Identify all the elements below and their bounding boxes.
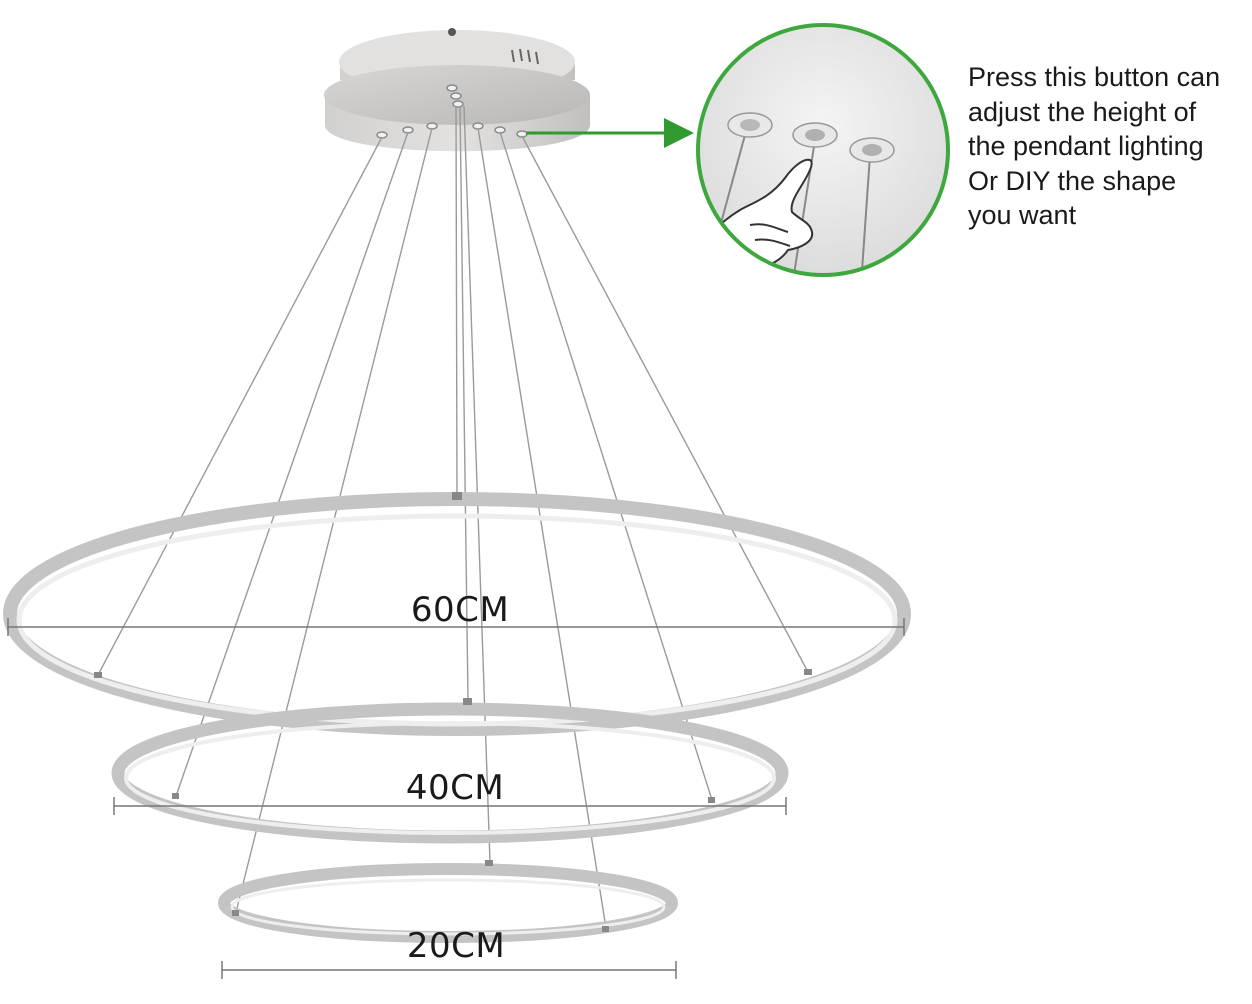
- zoom-button-icon: [792, 122, 838, 148]
- height-adjust-buttons: [376, 84, 528, 139]
- ring-medium: [111, 698, 789, 844]
- dimension-lines: [7, 618, 905, 979]
- callout-line: you want: [968, 200, 1077, 230]
- callout-line: Or DIY the shape: [968, 165, 1177, 196]
- callout-line: the pendant lighting: [968, 131, 1204, 161]
- ceiling-canopy: [324, 28, 590, 152]
- suspension-wires: [97, 105, 809, 929]
- dimension-label-large: 60CM: [410, 590, 510, 630]
- zoom-button-icon: [849, 137, 895, 163]
- ring-small: [218, 860, 678, 943]
- dimension-label-medium: 40CM: [405, 768, 505, 808]
- callout-line: Press this button can: [968, 62, 1221, 92]
- dimension-label-small: 20CM: [406, 926, 506, 966]
- zoom-detail-circle: [696, 23, 950, 277]
- canopy-screw-icon: [448, 28, 456, 36]
- callout-description: Press this button can adjust the height …: [968, 60, 1252, 233]
- canopy-vent-slots: [511, 48, 539, 65]
- callout-line: adjust the height of: [968, 96, 1197, 127]
- zoom-button-icon: [727, 112, 773, 138]
